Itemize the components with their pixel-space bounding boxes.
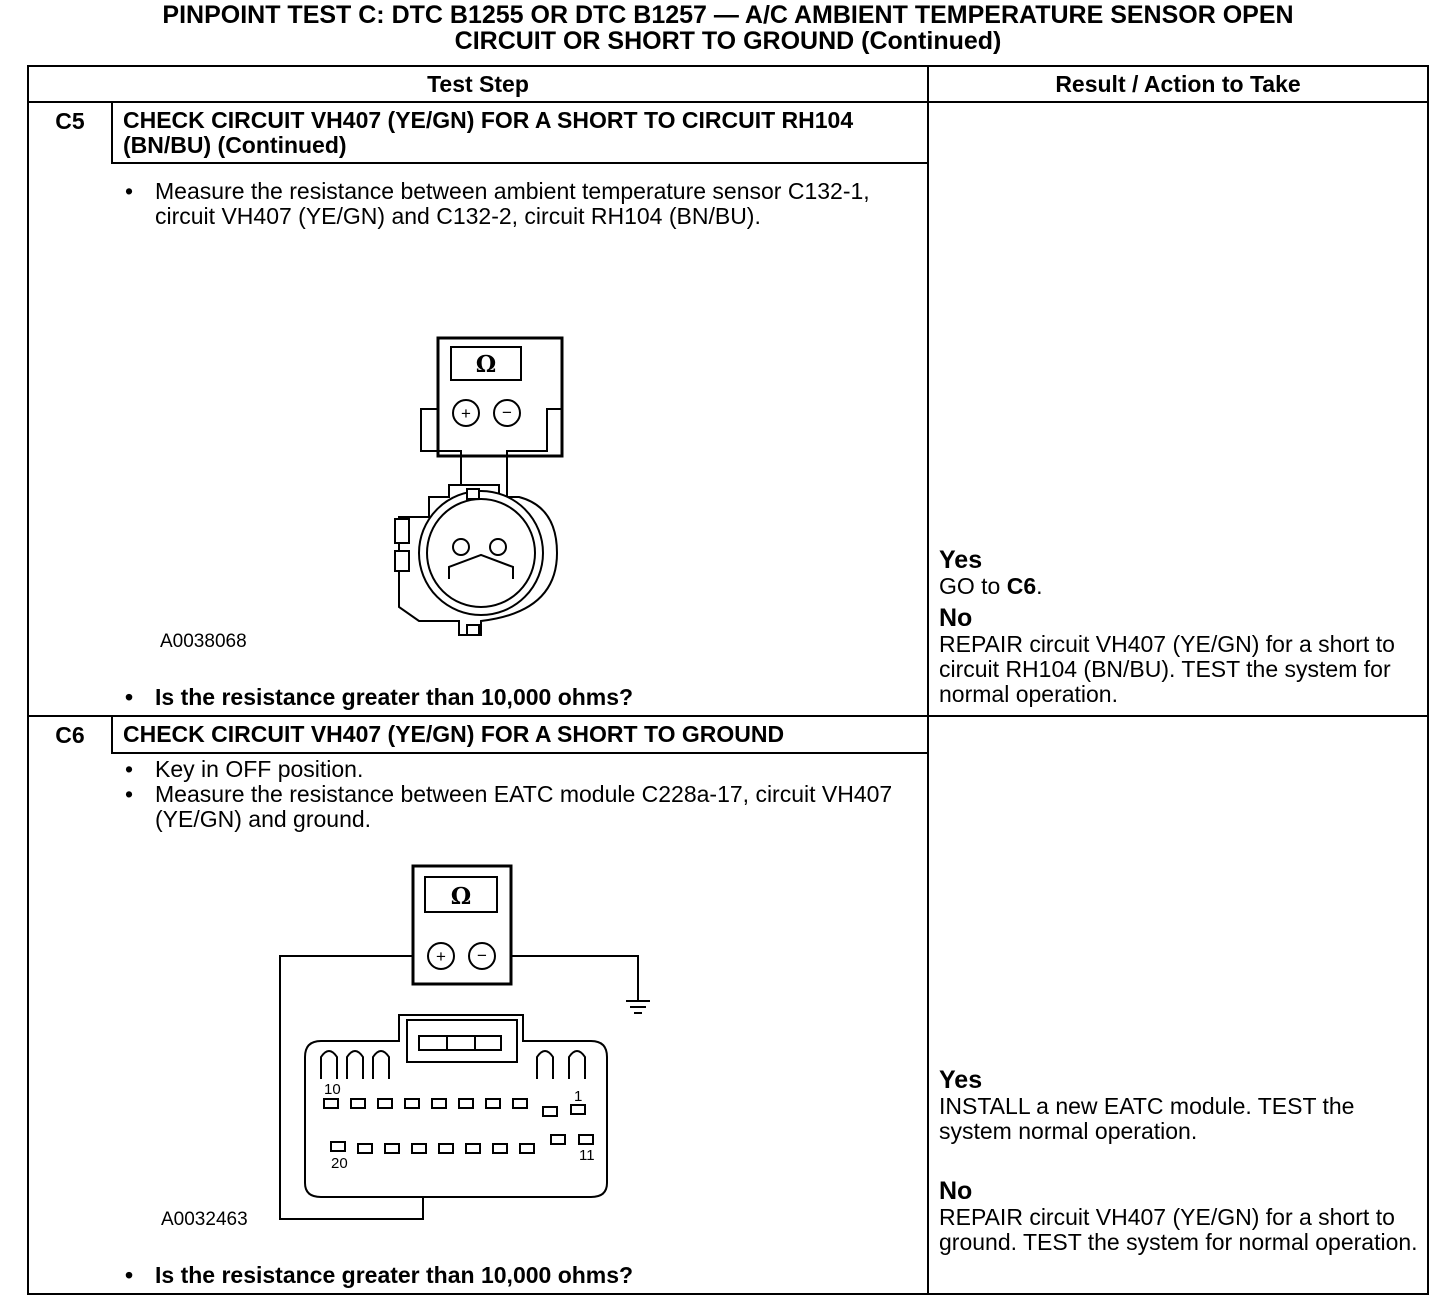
plus-terminal-icon: [427, 942, 455, 970]
title-line-2: CIRCUIT OR SHORT TO GROUND (Continued): [454, 27, 1002, 55]
bullet-icon: •: [125, 1262, 134, 1288]
ambient-sensor-ohmmeter-diagram: Ω + −: [394, 336, 564, 636]
no-label: No: [939, 1177, 973, 1205]
result-c5: Yes GO to C6. No REPAIR circuit VH407 (Y…: [939, 547, 1425, 713]
bullet-icon: •: [125, 756, 134, 782]
no-action: REPAIR circuit VH407 (YE/GN) for a short…: [939, 1204, 1418, 1255]
svg-text:+: +: [461, 404, 471, 423]
ohm-symbol: Ω: [451, 883, 471, 910]
step-c6-instructions: • Key in OFF position. • Measure the res…: [117, 757, 907, 832]
figure-id-c6: A0032463: [161, 1209, 248, 1230]
column-header-test-step: Test Step: [427, 71, 529, 97]
question-item: • Is the resistance greater than 10,000 …: [117, 1263, 907, 1288]
eatc-module-ohmmeter-diagram: Ω + −: [279, 864, 650, 1220]
instruction-item: • Key in OFF position.: [117, 757, 907, 782]
step-id-c5: C5: [55, 108, 85, 134]
yes-action: INSTALL a new EATC module. TEST the syst…: [939, 1093, 1355, 1144]
no-label: No: [939, 604, 973, 632]
question-item: • Is the resistance greater than 10,000 …: [117, 685, 897, 710]
title-line-1: PINPOINT TEST C: DTC B1255 OR DTC B1257 …: [162, 1, 1294, 29]
bullet-icon: •: [125, 178, 134, 204]
step-heading-c6: CHECK CIRCUIT VH407 (YE/GN) FOR A SHORT …: [123, 721, 785, 747]
page-title: PINPOINT TEST C: DTC B1255 OR DTC B1257 …: [0, 2, 1456, 54]
pin-label-11: 11: [579, 1147, 595, 1164]
step-heading-c5: CHECK CIRCUIT VH407 (YE/GN) FOR A SHORT …: [123, 107, 854, 158]
svg-text:−: −: [477, 946, 487, 965]
step-c5-question: • Is the resistance greater than 10,000 …: [117, 685, 897, 710]
step-c5-instructions: • Measure the resistance between ambient…: [117, 179, 897, 229]
no-action: REPAIR circuit VH407 (YE/GN) for a short…: [939, 631, 1395, 707]
ohm-symbol: Ω: [476, 351, 496, 378]
pin-label-1: 1: [574, 1088, 582, 1105]
pin-label-10: 10: [324, 1081, 341, 1098]
instruction-item: • Measure the resistance between EATC mo…: [117, 782, 907, 832]
pinpoint-test-table: Test Step Result / Action to Take C5 CHE…: [27, 65, 1429, 1295]
step-link-c6: C6: [1006, 573, 1037, 599]
step-c6-question: • Is the resistance greater than 10,000 …: [117, 1263, 907, 1288]
yes-label: Yes: [939, 1066, 983, 1094]
column-header-result: Result / Action to Take: [1055, 71, 1301, 97]
svg-text:+: +: [436, 947, 446, 966]
bullet-icon: •: [125, 781, 134, 807]
step-id-c6: C6: [55, 722, 85, 748]
yes-action: GO to C6.: [939, 573, 1043, 599]
minus-terminal-icon: [493, 399, 521, 427]
figure-id-c5: A0038068: [160, 631, 247, 652]
pin-label-20: 20: [331, 1155, 348, 1172]
svg-text:−: −: [502, 403, 512, 422]
bullet-icon: •: [125, 684, 134, 710]
result-c6: Yes INSTALL a new EATC module. TEST the …: [939, 1067, 1425, 1261]
plus-terminal-icon: [452, 399, 480, 427]
minus-terminal-icon: [468, 942, 496, 970]
instruction-item: • Measure the resistance between ambient…: [117, 179, 897, 229]
yes-label: Yes: [939, 546, 983, 574]
